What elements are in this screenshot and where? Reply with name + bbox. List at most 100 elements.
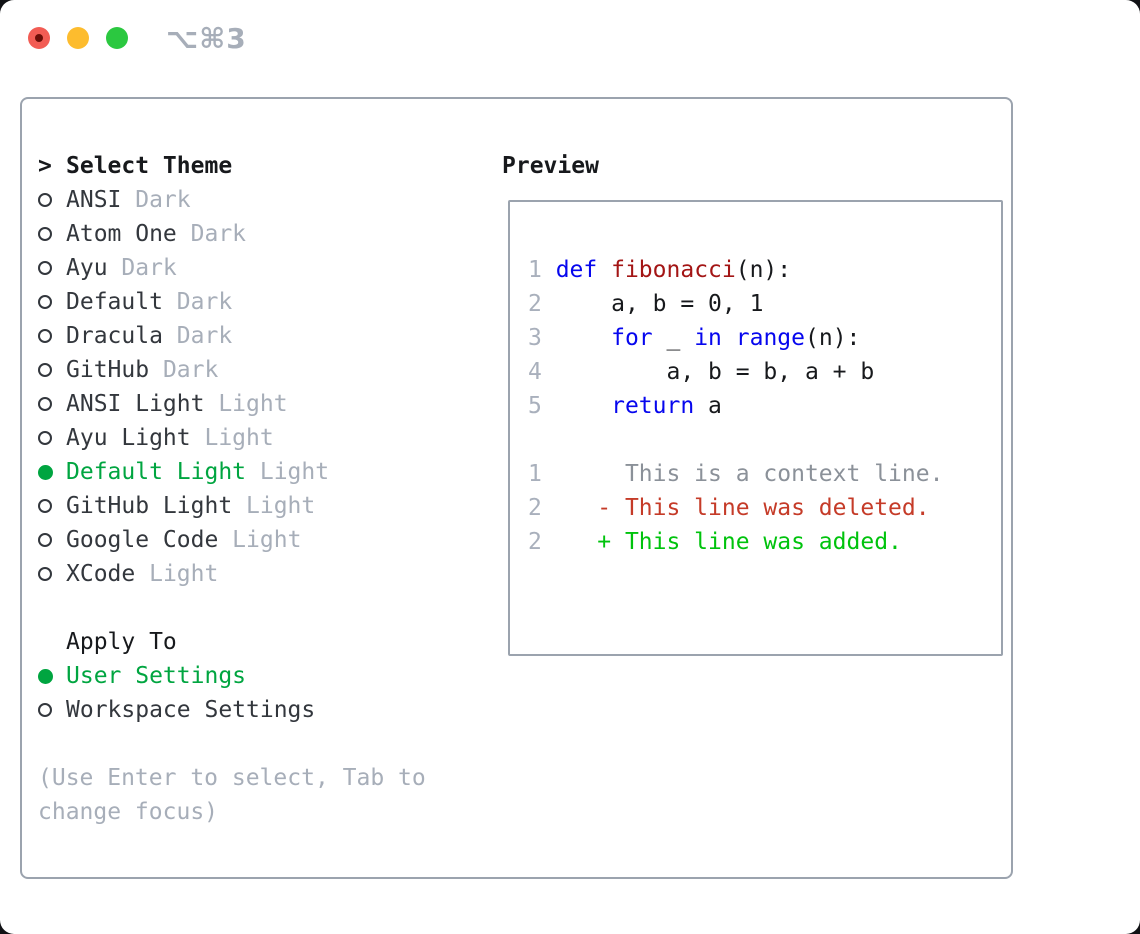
- preview-code-line: 5 return a: [528, 389, 1001, 423]
- option-label: Google Code: [66, 527, 219, 553]
- code-segment: range: [735, 325, 805, 351]
- code-segment: This is a context line.: [555, 461, 944, 487]
- option-label: User Settings: [66, 663, 247, 689]
- option-label: Default Light: [66, 459, 247, 485]
- code-segment: def: [555, 257, 598, 283]
- code-segment: a, b = 0, 1: [555, 291, 764, 317]
- line-number: 4: [528, 359, 556, 385]
- radio-cell: [38, 533, 66, 547]
- minimize-button[interactable]: [67, 27, 89, 49]
- radio-icon: [38, 703, 52, 717]
- select-theme-header-row: > Select Theme: [38, 149, 329, 183]
- theme-option-github[interactable]: GitHub Dark: [38, 353, 329, 387]
- option-label: GitHub: [66, 357, 150, 383]
- line-number: 2: [528, 529, 556, 555]
- radio-icon: [38, 431, 52, 445]
- code-segment: for: [611, 325, 653, 351]
- radio-cell: [38, 567, 66, 581]
- preview-blank-line: [528, 423, 1001, 457]
- option-label: ANSI: [66, 187, 122, 213]
- theme-option-xcode[interactable]: XCode Light: [38, 557, 329, 591]
- apply-to-header-row: Apply To: [38, 625, 315, 659]
- code-segment: _: [652, 325, 695, 351]
- theme-option-default[interactable]: Default Dark: [38, 285, 329, 319]
- unsaved-indicator-icon: [35, 34, 43, 42]
- radio-cell: [38, 295, 66, 309]
- theme-option-ansi-light[interactable]: ANSI Light Light: [38, 387, 329, 421]
- option-variant-label: Dark: [121, 187, 191, 213]
- radio-cell: [38, 193, 66, 207]
- radio-cell: [38, 397, 66, 411]
- option-label: Default: [66, 289, 163, 315]
- option-variant-label: Light: [190, 425, 274, 451]
- radio-icon: [38, 499, 52, 513]
- option-label: Ayu Light: [66, 425, 191, 451]
- radio-selected-icon: [38, 668, 53, 684]
- code-segment: (n):: [735, 257, 792, 283]
- option-variant-label: Light: [135, 561, 219, 587]
- option-variant-label: Light: [204, 391, 288, 417]
- hint-text: (Use Enter to select, Tab to change focu…: [38, 765, 426, 825]
- theme-option-github-light[interactable]: GitHub Light Light: [38, 489, 329, 523]
- code-segment: in: [694, 325, 722, 351]
- radio-cell: [38, 431, 66, 445]
- radio-cell: [38, 363, 66, 377]
- radio-icon: [38, 567, 52, 581]
- preview-diff-block: 1 This is a context line. 2 - This line w…: [528, 457, 1001, 559]
- option-label: Atom One: [66, 221, 177, 247]
- code-segment: a: [694, 393, 722, 419]
- theme-option-ayu[interactable]: Ayu Dark: [38, 251, 329, 285]
- theme-option-ayu-light[interactable]: Ayu Light Light: [38, 421, 329, 455]
- option-variant-label: Dark: [162, 289, 233, 315]
- line-number: 2: [528, 495, 556, 521]
- option-variant-label: Light: [232, 493, 316, 519]
- option-label: ANSI Light: [66, 391, 205, 417]
- preview-diff-line: 2 - This line was deleted.: [528, 491, 1001, 525]
- apply-option-user-settings[interactable]: User Settings: [38, 659, 315, 693]
- line-number: 1: [528, 461, 556, 487]
- close-button[interactable]: [28, 27, 50, 49]
- theme-option-dracula[interactable]: Dracula Dark: [38, 319, 329, 353]
- radio-cell: [38, 703, 66, 717]
- line-number: 5: [528, 393, 556, 419]
- theme-option-default-light[interactable]: Default Light Light: [38, 455, 329, 489]
- radio-icon: [38, 363, 52, 377]
- option-variant-label: Dark: [149, 357, 219, 383]
- code-segment: + This line was added.: [555, 529, 902, 555]
- titlebar: ⌥⌘3: [0, 0, 1140, 76]
- radio-icon: [38, 227, 52, 241]
- theme-option-google-code[interactable]: Google Code Light: [38, 523, 329, 557]
- apply-option-workspace-settings[interactable]: Workspace Settings: [38, 693, 315, 727]
- preview-code-line: 2 a, b = 0, 1: [528, 287, 1001, 321]
- option-label: Workspace Settings: [66, 697, 316, 723]
- radio-icon: [38, 261, 52, 275]
- radio-cell: [38, 227, 66, 241]
- radio-icon: [38, 533, 52, 547]
- theme-option-atom-one[interactable]: Atom One Dark: [38, 217, 329, 251]
- window-shortcut-label: ⌥⌘3: [166, 22, 247, 55]
- code-segment: return: [611, 393, 695, 419]
- line-number: 2: [528, 291, 556, 317]
- option-variant-label: Dark: [107, 255, 177, 281]
- option-variant-label: Dark: [176, 221, 247, 247]
- option-variant-label: Light: [218, 527, 302, 553]
- radio-icon: [38, 193, 52, 207]
- maximize-button[interactable]: [106, 27, 128, 49]
- preview-code-line: 4 a, b = b, a + b: [528, 355, 1001, 389]
- option-variant-label: Light: [246, 459, 330, 485]
- code-segment: (n):: [805, 325, 861, 351]
- select-theme-title: Select Theme: [66, 153, 233, 179]
- preview-code-line: 1 def fibonacci(n):: [528, 253, 1001, 287]
- radio-cell: [38, 499, 66, 513]
- preview-diff-line: 2 + This line was added.: [528, 525, 1001, 559]
- option-label: XCode: [66, 561, 136, 587]
- preview-title: Preview: [502, 153, 599, 179]
- apply-to-title: Apply To: [66, 629, 177, 655]
- theme-option-ansi[interactable]: ANSI Dark: [38, 183, 329, 217]
- preview-code-line: 3 for _ in range(n):: [528, 321, 1001, 355]
